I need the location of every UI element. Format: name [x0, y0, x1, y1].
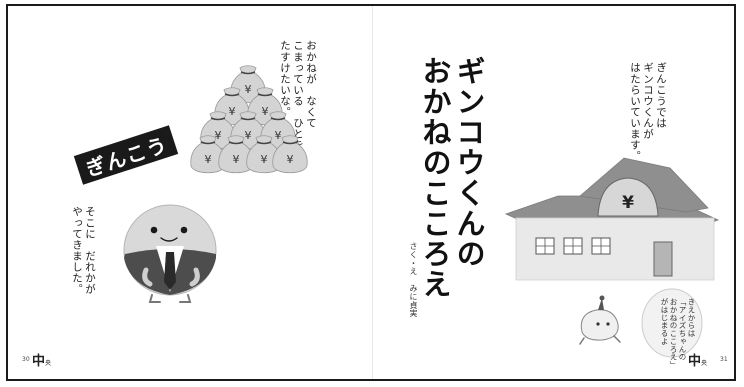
text-line: ぎんこうでは — [655, 62, 667, 129]
speech-bubble — [641, 288, 703, 358]
intro-text-right: ぎんこうでは ギンコウくんが はたらいています。 — [628, 62, 667, 182]
yen-symbol: ¥ — [287, 153, 294, 166]
yen-symbol: ¥ — [275, 129, 282, 142]
ginkou-kun-character — [123, 204, 217, 303]
aizu-chan-character — [579, 295, 621, 345]
bank-building-illustration: ¥ — [504, 157, 720, 281]
yen-symbol: ¥ — [229, 105, 236, 118]
text-line: 「アイズちゃんの — [678, 298, 687, 361]
publisher-logo-right: 中央 — [688, 350, 707, 369]
text-line: ギンコウくんが — [642, 62, 654, 140]
text-line: そこに だれかが — [84, 206, 96, 295]
yen-symbol: ¥ — [205, 153, 212, 166]
text-line: たすけたいな。 — [279, 40, 291, 118]
story-title: ギンコウくんの おかねのこころえ — [418, 56, 486, 346]
yen-symbol: ¥ — [261, 153, 268, 166]
bubble-text: きえからは 「アイズちゃんの おかねのこころえ」 がはじまるよ — [660, 298, 696, 369]
banner-label: ぎんこう — [82, 131, 171, 181]
text-line: おかねのこころえ」 — [669, 298, 678, 369]
intro-text-left: おかねが なくて こまっている ひとを たすけたいな。 — [278, 40, 317, 190]
author-credit: さく・え みに貞実 — [409, 242, 418, 318]
text-line: やってきました。 — [71, 206, 83, 295]
page-number-right: 31 — [720, 356, 728, 363]
page-number-left: 30 — [22, 356, 30, 363]
text-line: はたらいています。 — [629, 62, 641, 162]
yen-symbol: ¥ — [262, 105, 269, 118]
logo-sub: 央 — [701, 360, 708, 367]
text-line: きえからは — [687, 298, 696, 338]
text-line: おかねが なくて — [305, 40, 317, 129]
title-line: おかねのこころえ — [418, 56, 452, 300]
title-line: ギンコウくんの — [452, 56, 486, 270]
yen-symbol: ¥ — [245, 83, 252, 96]
yen-symbol: ¥ — [622, 193, 634, 213]
yen-symbol: ¥ — [215, 129, 222, 142]
logo-text: 中 — [32, 354, 46, 369]
logo-sub: 央 — [45, 360, 52, 367]
arrival-text-left: そこに だれかが やってきました。 — [70, 206, 96, 316]
ginkou-banner: ぎんこう — [73, 125, 179, 185]
text-line: がはじまるよ — [660, 298, 669, 346]
publisher-logo-left: 中央 — [32, 350, 51, 369]
money-bags-illustration: ¥ ¥ ¥ ¥ ¥ ¥ ¥ ¥ ¥ ¥ — [189, 65, 309, 174]
text-line: こまっている ひとを — [292, 40, 304, 151]
page-fold — [372, 6, 373, 379]
yen-symbol: ¥ — [245, 129, 252, 142]
yen-symbol: ¥ — [233, 153, 240, 166]
book-spread: おかねが なくて こまっている ひとを たすけたいな。 ¥ ¥ ¥ ¥ ¥ ¥ … — [6, 4, 736, 381]
logo-text: 中 — [688, 354, 702, 369]
